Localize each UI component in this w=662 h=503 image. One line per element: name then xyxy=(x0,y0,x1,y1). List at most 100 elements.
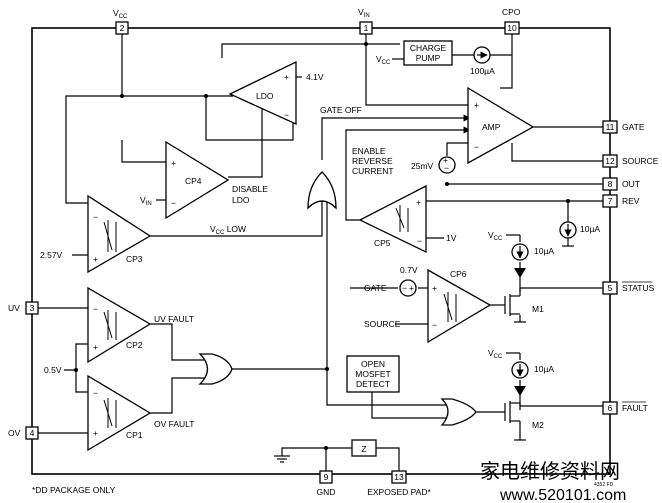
uv-fault-label: UV FAULT xyxy=(154,314,194,324)
pin-vcc-label: VCC xyxy=(113,8,128,20)
svg-text:CP1: CP1 xyxy=(126,430,143,440)
pin-source-number: 12 xyxy=(605,156,615,166)
ldo-amplifier: LDO + − 4.1V xyxy=(228,60,324,126)
svg-text:−: − xyxy=(402,283,407,293)
cp6-comparator: + − CP6 − + 0.7V GATE SOURCE xyxy=(364,265,492,344)
svg-text:DISABLE: DISABLE xyxy=(232,184,268,194)
enable-reverse-line3: CURRENT xyxy=(352,166,394,176)
svg-text:CHARGE: CHARGE xyxy=(410,43,447,53)
or-gate-fault-output xyxy=(440,398,477,426)
pin-exposed-pad-label: EXPOSED PAD* xyxy=(367,487,431,497)
pin-exposed-pad: 13 EXPOSED PAD* xyxy=(367,470,431,497)
svg-text:−: − xyxy=(93,304,98,314)
ref-05v-label: 0.5V xyxy=(44,365,62,375)
svg-text:+: + xyxy=(432,283,437,293)
enable-reverse-line1: ENABLE xyxy=(352,146,386,156)
pin-cpo-number: 10 xyxy=(507,23,517,33)
cp1-comparator: − + CP1 OV FAULT xyxy=(87,374,194,452)
pin-vin-label: VIN xyxy=(358,7,370,19)
cp4-comparator: CP4 + − VIN DISABLE LDO xyxy=(140,140,268,220)
svg-text:+: + xyxy=(474,100,479,110)
pin-vin-number: 1 xyxy=(364,23,369,33)
pin-gnd-label: GND xyxy=(317,487,336,497)
svg-text:−: − xyxy=(444,163,449,173)
svg-text:+: + xyxy=(93,342,98,352)
pin-status-label: STATUS xyxy=(622,283,655,293)
pin-source-label: SOURCE xyxy=(622,156,659,166)
pin-out-label: OUT xyxy=(622,179,640,189)
svg-text:MOSFET: MOSFET xyxy=(355,369,390,379)
fault-current-source: VCC 10µA xyxy=(488,348,554,396)
open-mosfet-detect-block: OPEN MOSFET DETECT xyxy=(346,355,400,393)
svg-text:OPEN: OPEN xyxy=(361,359,385,369)
pin-status-number: 5 xyxy=(608,283,613,293)
watermark-url: www.520101.com xyxy=(499,487,626,503)
pin-vcc: 2 VCC xyxy=(113,8,129,35)
svg-text:−: − xyxy=(284,110,289,120)
offset-25mv: + − 25mV xyxy=(411,155,456,174)
svg-text:+: + xyxy=(93,428,98,438)
charge-pump-block: CHARGE PUMP VCC xyxy=(376,40,453,66)
svg-text:LDO: LDO xyxy=(256,91,274,101)
pin-vcc-number: 2 xyxy=(120,23,125,33)
svg-text:Z: Z xyxy=(361,444,366,454)
cp6-offset-label: 0.7V xyxy=(400,265,418,275)
cp5-comparator: + − CP5 1V xyxy=(358,184,457,254)
svg-text:+: + xyxy=(93,254,98,264)
svg-text:100µA: 100µA xyxy=(470,66,495,76)
pin-gnd: 9 GND xyxy=(317,470,336,497)
pin-out-number: 8 xyxy=(608,179,613,189)
svg-text:PUMP: PUMP xyxy=(416,53,441,63)
svg-text:DETECT: DETECT xyxy=(356,379,390,389)
svg-text:AMP: AMP xyxy=(482,122,501,132)
rev-current-source: 10µA xyxy=(559,221,600,247)
pin-fault: 6 FAULT xyxy=(602,401,648,415)
pin-gate: 11 GATE xyxy=(602,120,645,134)
cp5-ref-label: 1V xyxy=(446,233,457,243)
svg-text:−: − xyxy=(93,388,98,398)
current-source-100ua: 100µA xyxy=(470,46,495,76)
svg-text:+: + xyxy=(416,197,421,207)
pin-rev: 7 REV xyxy=(602,194,640,208)
svg-text:CP3: CP3 xyxy=(126,254,143,264)
pin-ov-number: 4 xyxy=(30,428,35,438)
pin-uv: 3 UV xyxy=(8,301,39,315)
status-vcc-label: VCC xyxy=(488,230,503,242)
pin-exposed-pad-number: 13 xyxy=(394,472,404,482)
pin-uv-number: 3 xyxy=(30,303,35,313)
svg-text:−: − xyxy=(93,212,98,222)
wiring xyxy=(38,34,603,471)
footnote: *DD PACKAGE ONLY xyxy=(32,485,116,495)
svg-text:10µA: 10µA xyxy=(534,364,554,374)
svg-text:−: − xyxy=(432,320,437,330)
svg-text:25mV: 25mV xyxy=(411,161,434,171)
svg-text:M2: M2 xyxy=(532,420,544,430)
vcc-low-label: VCC LOW xyxy=(210,224,246,236)
pin-ov-label: OV xyxy=(8,428,21,438)
ldo-ref-label: 4.1V xyxy=(306,72,324,82)
cp6-source-label: SOURCE xyxy=(364,319,401,329)
svg-text:LDO: LDO xyxy=(232,195,250,205)
svg-text:−: − xyxy=(171,198,176,208)
pin-rev-label: REV xyxy=(622,196,640,206)
pin-fault-number: 6 xyxy=(608,403,613,413)
svg-text:M1: M1 xyxy=(532,304,544,314)
watermark-title: 家电维修资料网 xyxy=(480,460,620,483)
ground-symbol xyxy=(274,455,290,463)
svg-text:+: + xyxy=(443,155,448,165)
m2-transistor: M2 xyxy=(504,401,544,441)
pin-cpo-label: CPO xyxy=(502,7,521,17)
svg-text:+: + xyxy=(409,283,414,293)
or-gate-gateoff xyxy=(307,171,337,210)
svg-text:CP4: CP4 xyxy=(185,176,202,186)
svg-text:−: − xyxy=(474,142,479,152)
status-current-source: VCC 10µA xyxy=(488,230,554,278)
pin-cpo: 10 CPO xyxy=(502,7,521,35)
pin-gate-label: GATE xyxy=(622,122,645,132)
cp6-gate-label: GATE xyxy=(364,283,387,293)
pin-fault-label: FAULT xyxy=(622,403,648,413)
impedance-z-block: Z xyxy=(351,439,377,457)
enable-reverse-line2: REVERSE xyxy=(352,156,393,166)
svg-text:CP5: CP5 xyxy=(374,238,391,248)
